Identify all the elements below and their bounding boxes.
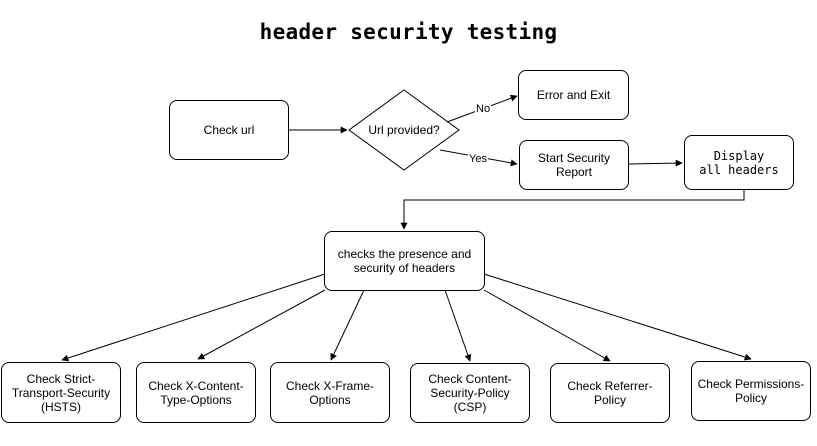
edge-checks-to-referrer	[483, 289, 611, 362]
check-csp-label: Check Content- Security-Policy (CSP)	[428, 372, 512, 414]
edge-checks-to-xfo	[330, 289, 365, 361]
check-permissions-label: Check Permissions- Policy	[697, 377, 805, 405]
edge-checks-to-hsts	[61, 273, 326, 362]
error-exit-node: Error and Exit	[518, 70, 629, 120]
edge-checks-to-xcto	[197, 289, 326, 360]
check-referrer-node: Check Referrer-Policy	[550, 363, 670, 423]
check-hsts-node: Check Strict- Transport-Security (HSTS)	[1, 362, 121, 423]
edge-display-to-checks	[400, 190, 745, 230]
edge-start-to-display	[628, 159, 683, 167]
check-hsts-label: Check Strict- Transport-Security (HSTS)	[11, 371, 111, 414]
page-title: header security testing	[259, 20, 558, 44]
check-url-label: Check url	[203, 123, 255, 137]
edge-label-no: No	[475, 103, 492, 115]
edge-checks-to-csp	[444, 289, 472, 362]
decision-diamond	[348, 89, 460, 171]
display-headers-label: Display all headers	[699, 148, 779, 177]
check-xfo-node: Check X-Frame- Options	[270, 362, 390, 423]
decision-label: Url provided?	[368, 123, 440, 137]
check-referrer-label: Check Referrer-Policy	[567, 379, 653, 407]
check-xcto-node: Check X-Content- Type-Options	[136, 362, 256, 423]
checks-presence-node: checks the presence and security of head…	[324, 231, 485, 291]
checks-presence-label: checks the presence and security of head…	[337, 247, 472, 275]
start-report-label: Start Security Report	[537, 151, 611, 179]
check-url-node: Check url	[169, 100, 289, 160]
check-xcto-label: Check X-Content- Type-Options	[148, 378, 244, 407]
error-exit-label: Error and Exit	[536, 88, 611, 102]
display-headers-node: Display all headers	[684, 135, 794, 190]
check-permissions-node: Check Permissions- Policy	[691, 361, 811, 421]
edge-label-yes: Yes	[468, 153, 488, 165]
edge-checks-to-permissions	[483, 273, 752, 361]
check-xfo-label: Check X-Frame- Options	[285, 378, 374, 407]
start-report-node: Start Security Report	[519, 140, 629, 190]
check-csp-node: Check Content- Security-Policy (CSP)	[410, 363, 530, 423]
